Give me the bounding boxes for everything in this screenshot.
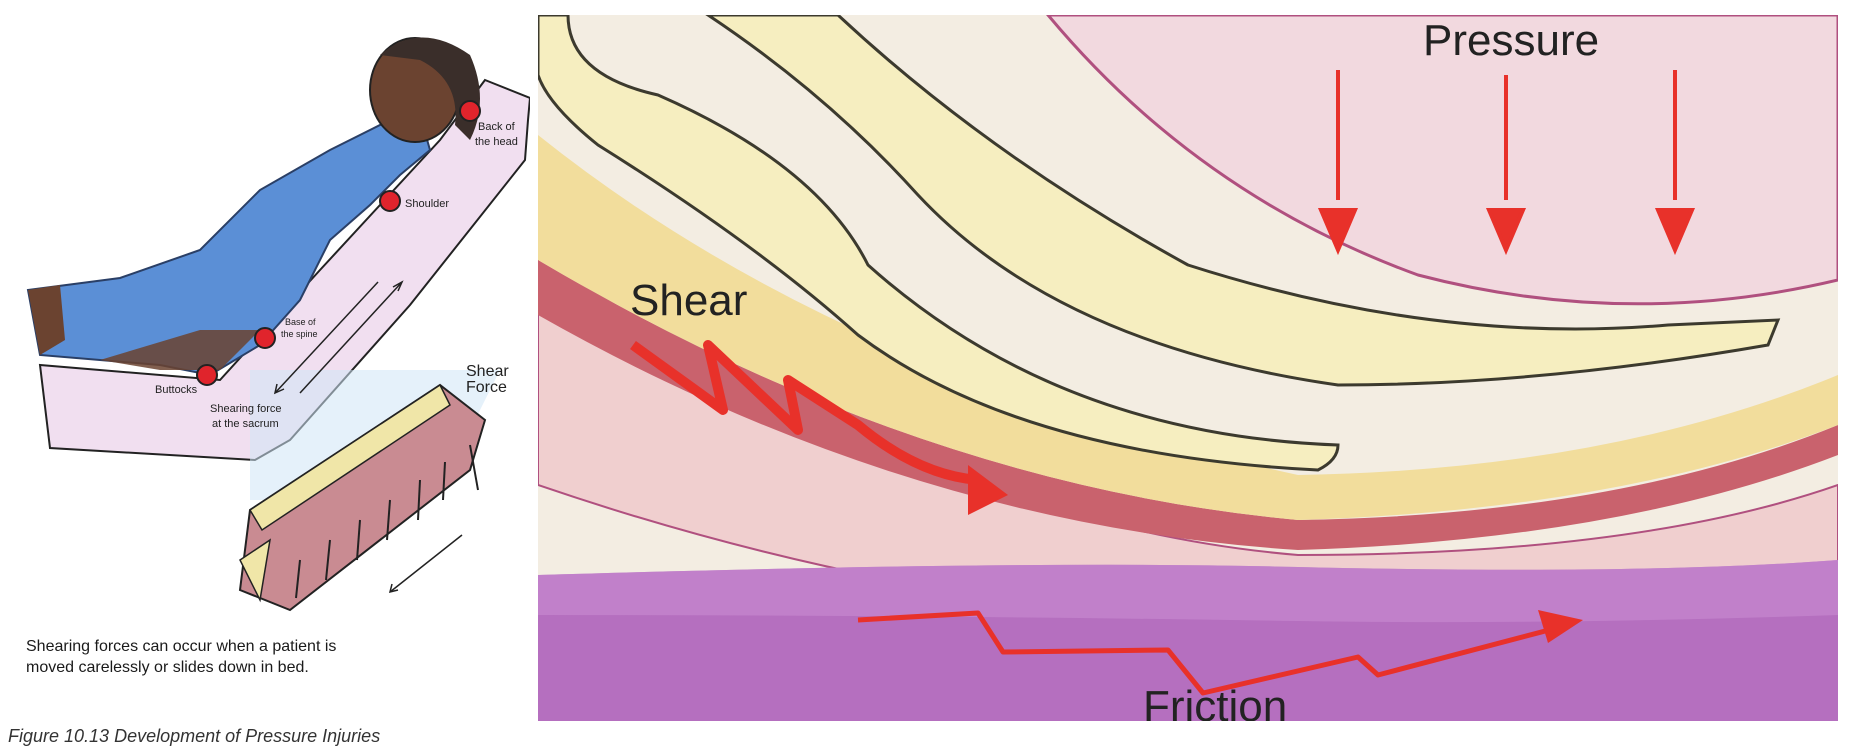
arrow-head <box>392 280 404 292</box>
pressure-point-marker <box>459 100 481 122</box>
pressure-arrows <box>1317 70 1696 256</box>
label-buttocks: Buttocks <box>155 384 198 396</box>
label-shear-force: Shear Force <box>466 363 513 396</box>
illustration-caption: Shearing forces can occur when a patient… <box>26 638 337 676</box>
mattress-highlight <box>538 560 1838 623</box>
skin-fat-side <box>239 538 272 603</box>
fat-layer <box>538 135 1838 520</box>
hair-follicles <box>295 444 479 599</box>
bone-lower <box>703 13 1781 387</box>
pressure-region <box>1044 13 1840 306</box>
skin-fat-layer <box>248 383 451 532</box>
shear-arrow-down <box>274 281 379 394</box>
patient-hair <box>380 37 480 140</box>
right-illustration-panel: Pressure Shear Friction <box>536 13 1840 731</box>
patient-arm <box>100 330 260 370</box>
bone-upper <box>536 13 1340 472</box>
shear-arrow <box>630 340 979 485</box>
label-base-of-spine: Base of the spine <box>281 317 318 339</box>
label-friction: Friction <box>1143 682 1287 721</box>
figure-title: Figure 10.13 Development of Pressure Inj… <box>8 726 381 746</box>
label-shear: Shear <box>630 276 747 325</box>
label-shoulder: Shoulder <box>405 198 449 210</box>
shear-force-arrow <box>389 534 463 593</box>
pressure-point-marker <box>196 364 218 386</box>
label-pressure: Pressure <box>1423 16 1599 65</box>
patient-feet <box>28 285 65 355</box>
patient-in-bed-illustration: Back of the head Shoulder Base of the sp… <box>26 37 532 612</box>
friction-arrow <box>857 610 1569 696</box>
shear-arrow-head <box>968 465 1008 515</box>
arrow-head <box>273 383 285 395</box>
arrow-head <box>388 583 399 594</box>
label-shearing-force-sacrum: Shearing force at the sacrum <box>210 403 285 430</box>
label-back-of-head: Back of the head <box>475 121 518 148</box>
shear-arrow-up <box>299 281 403 394</box>
pressure-point-marker <box>254 327 276 349</box>
pressure-point-marker <box>379 190 401 212</box>
friction-arrow-head <box>1538 610 1583 643</box>
tissue-cross-section-illustration: Pressure Shear Friction <box>536 13 1840 731</box>
left-illustration-panel: Back of the head Shoulder Base of the sp… <box>0 0 532 739</box>
